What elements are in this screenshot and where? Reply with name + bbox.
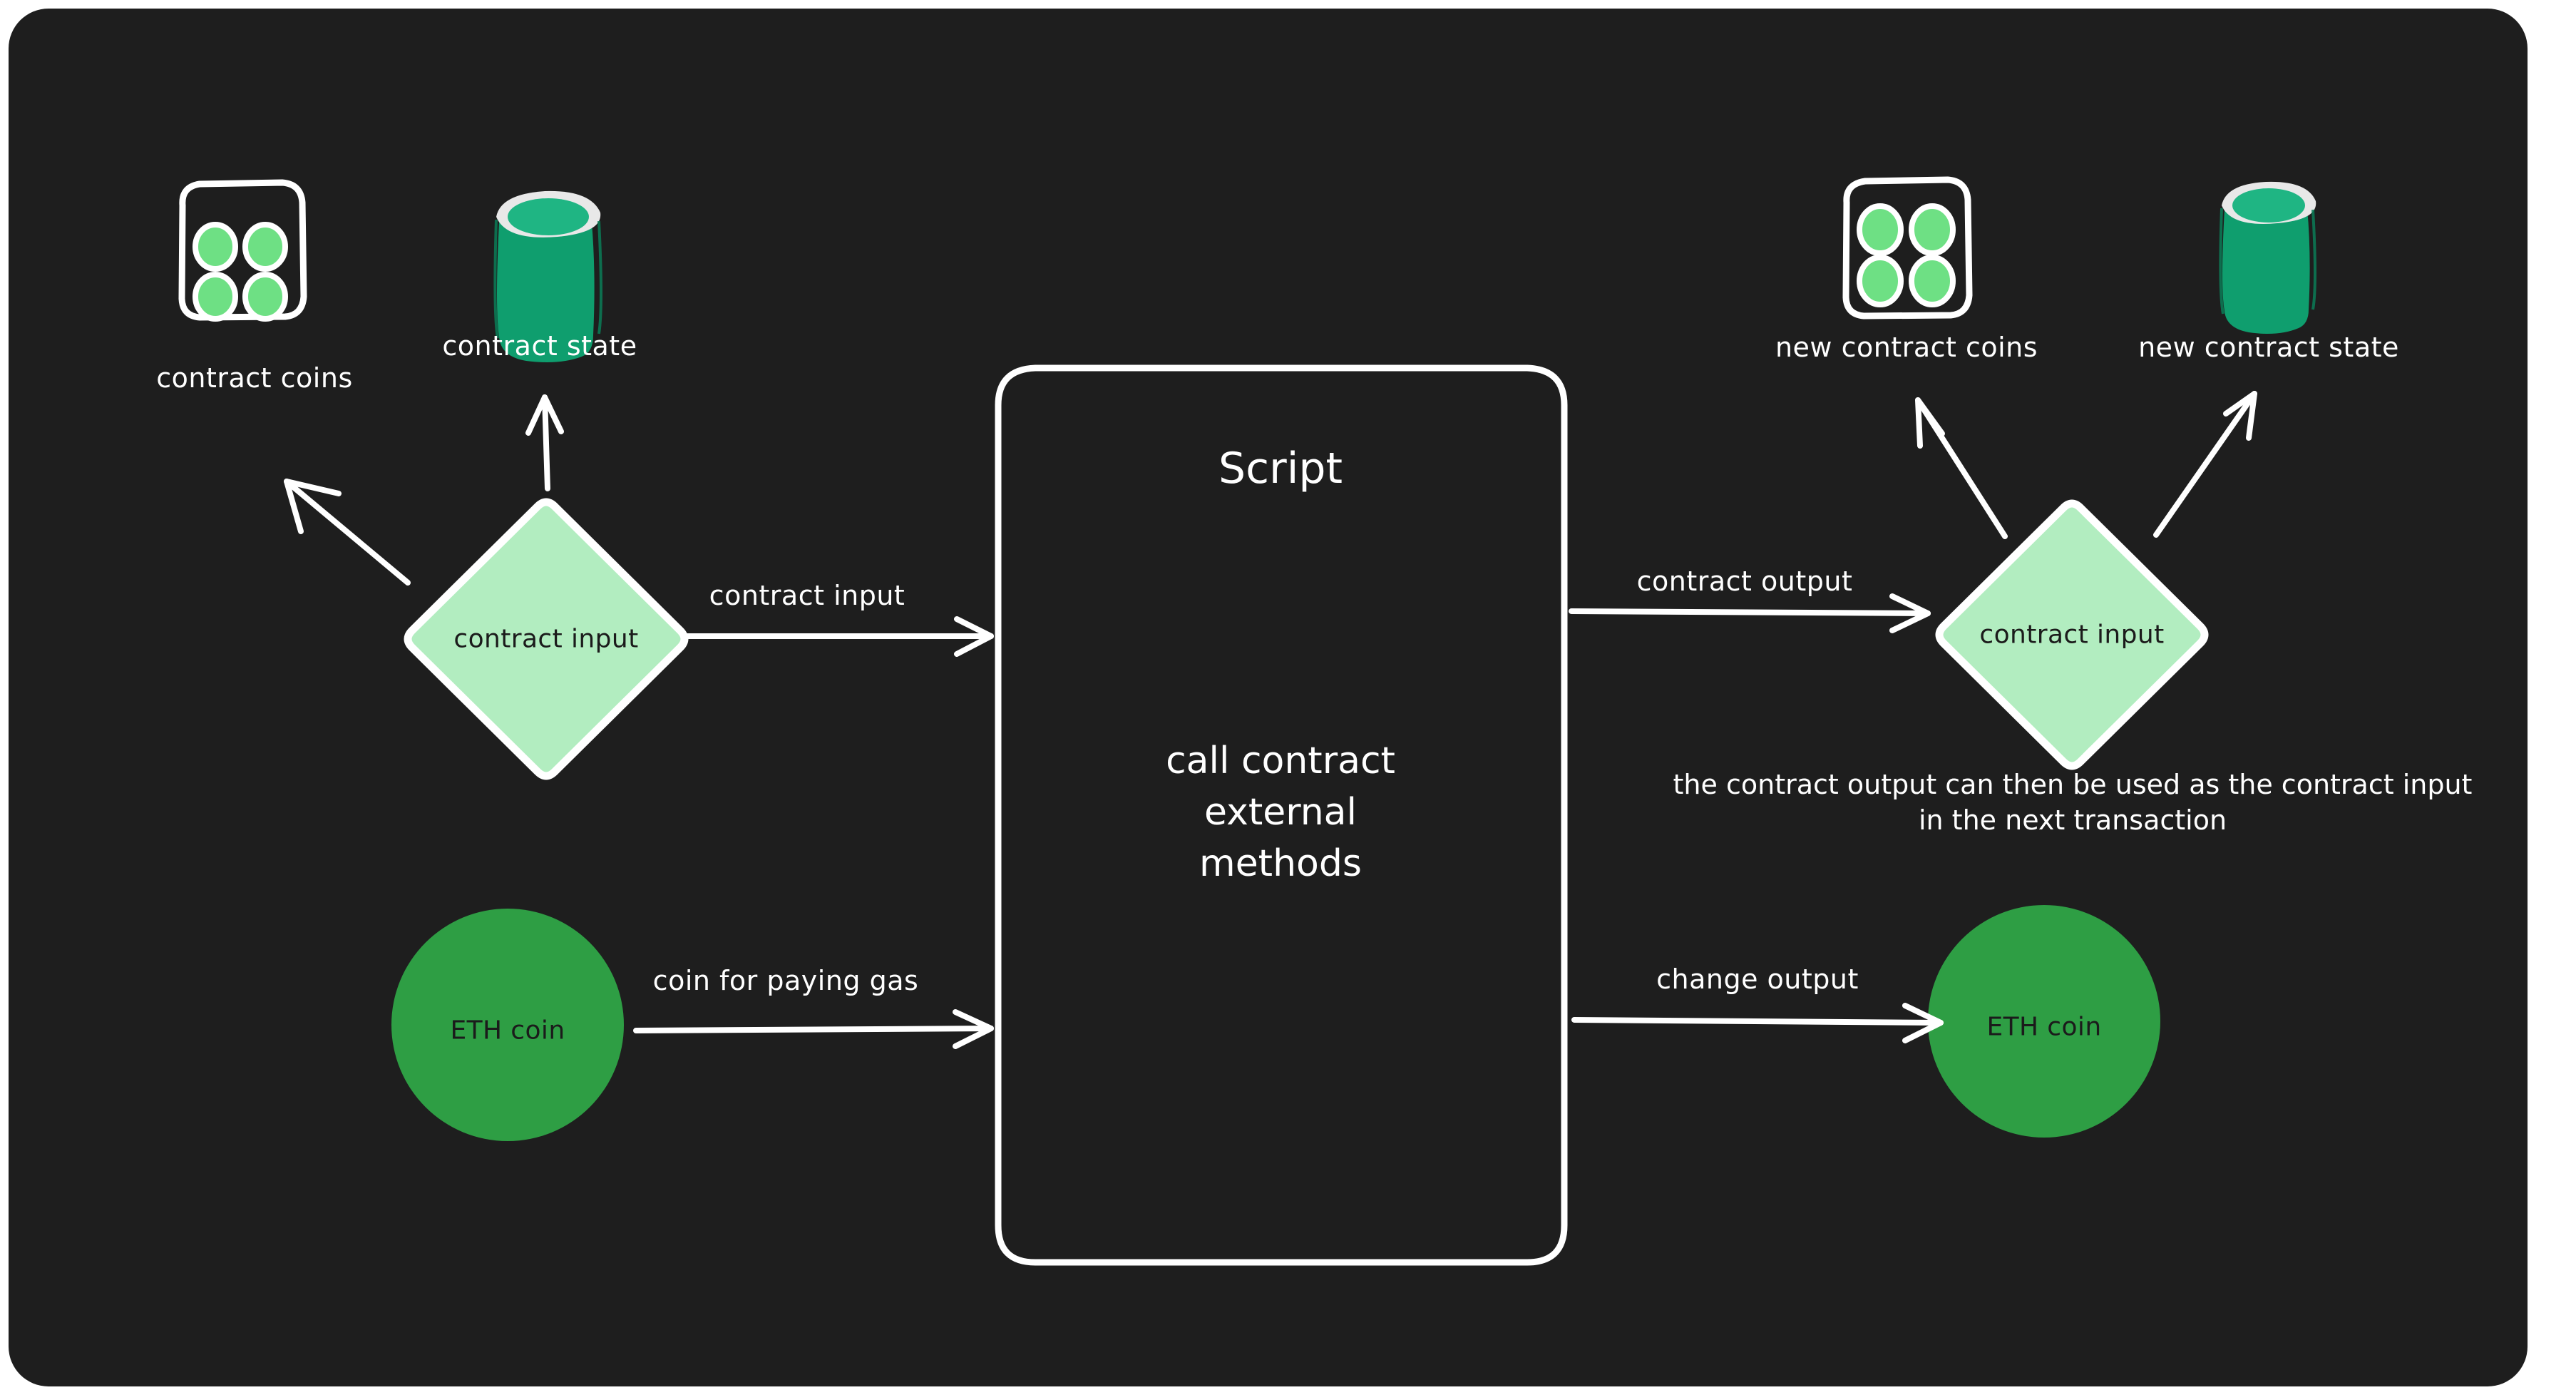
- contract-input-left-label: contract input: [453, 624, 639, 654]
- contract-input-right-node[interactable]: [1935, 499, 2209, 770]
- new-contract-coins-icon: [1842, 176, 1973, 320]
- eth-coin-left-label: ETH coin: [450, 1016, 565, 1046]
- contract-output-caption: the contract output can then be used as …: [1673, 769, 2473, 837]
- arrow-contract-input-to-coins: [284, 479, 411, 586]
- contract-coins-icon: [178, 179, 307, 322]
- new-contract-state-label: new contract state: [2138, 332, 2399, 363]
- arrow-contract-input-to-state: [525, 394, 564, 491]
- contract-state-label: contract state: [442, 330, 637, 362]
- script-body: call contract external methods: [1166, 736, 1395, 889]
- edge-label-contract-output: contract output: [1636, 566, 1853, 597]
- contract-state-bucket-icon: [493, 190, 602, 362]
- script-box[interactable]: [995, 364, 1568, 1266]
- arrow-contract-input-right-to-new-state: [2153, 391, 2257, 538]
- new-contract-coins-label: new contract coins: [1775, 332, 2038, 363]
- contract-coins-label: contract coins: [156, 362, 353, 394]
- arrow-script-to-change-output: [1571, 1003, 1944, 1043]
- arrow-script-to-contract-output: [1569, 593, 1931, 633]
- script-title: Script: [1218, 444, 1343, 494]
- edge-label-contract-input: contract input: [709, 580, 905, 611]
- script-body-line-2: external: [1204, 790, 1357, 834]
- diagram-canvas: contract coins contract state new contra…: [9, 9, 2528, 1386]
- arrow-eth-coin-to-script: [633, 1009, 994, 1049]
- new-contract-state-bucket-icon: [2219, 181, 2316, 334]
- eth-coin-left-node[interactable]: [391, 909, 624, 1141]
- script-body-line-3: methods: [1199, 842, 1362, 885]
- contract-input-left-node[interactable]: [404, 498, 689, 780]
- eth-coin-right-node[interactable]: [1928, 905, 2160, 1138]
- edge-label-change-output: change output: [1656, 964, 1859, 995]
- arrow-contract-input-right-to-new-coins: [1915, 397, 2008, 539]
- eth-coin-right-label: ETH coin: [1986, 1012, 2102, 1042]
- contract-input-right-label: contract input: [1979, 620, 2165, 650]
- edge-label-coin-for-paying-gas: coin for paying gas: [652, 965, 919, 996]
- arrow-contract-input-to-script: [684, 616, 994, 657]
- script-body-line-1: call contract: [1166, 740, 1395, 782]
- diagram-shapes-layer: [178, 176, 2316, 1266]
